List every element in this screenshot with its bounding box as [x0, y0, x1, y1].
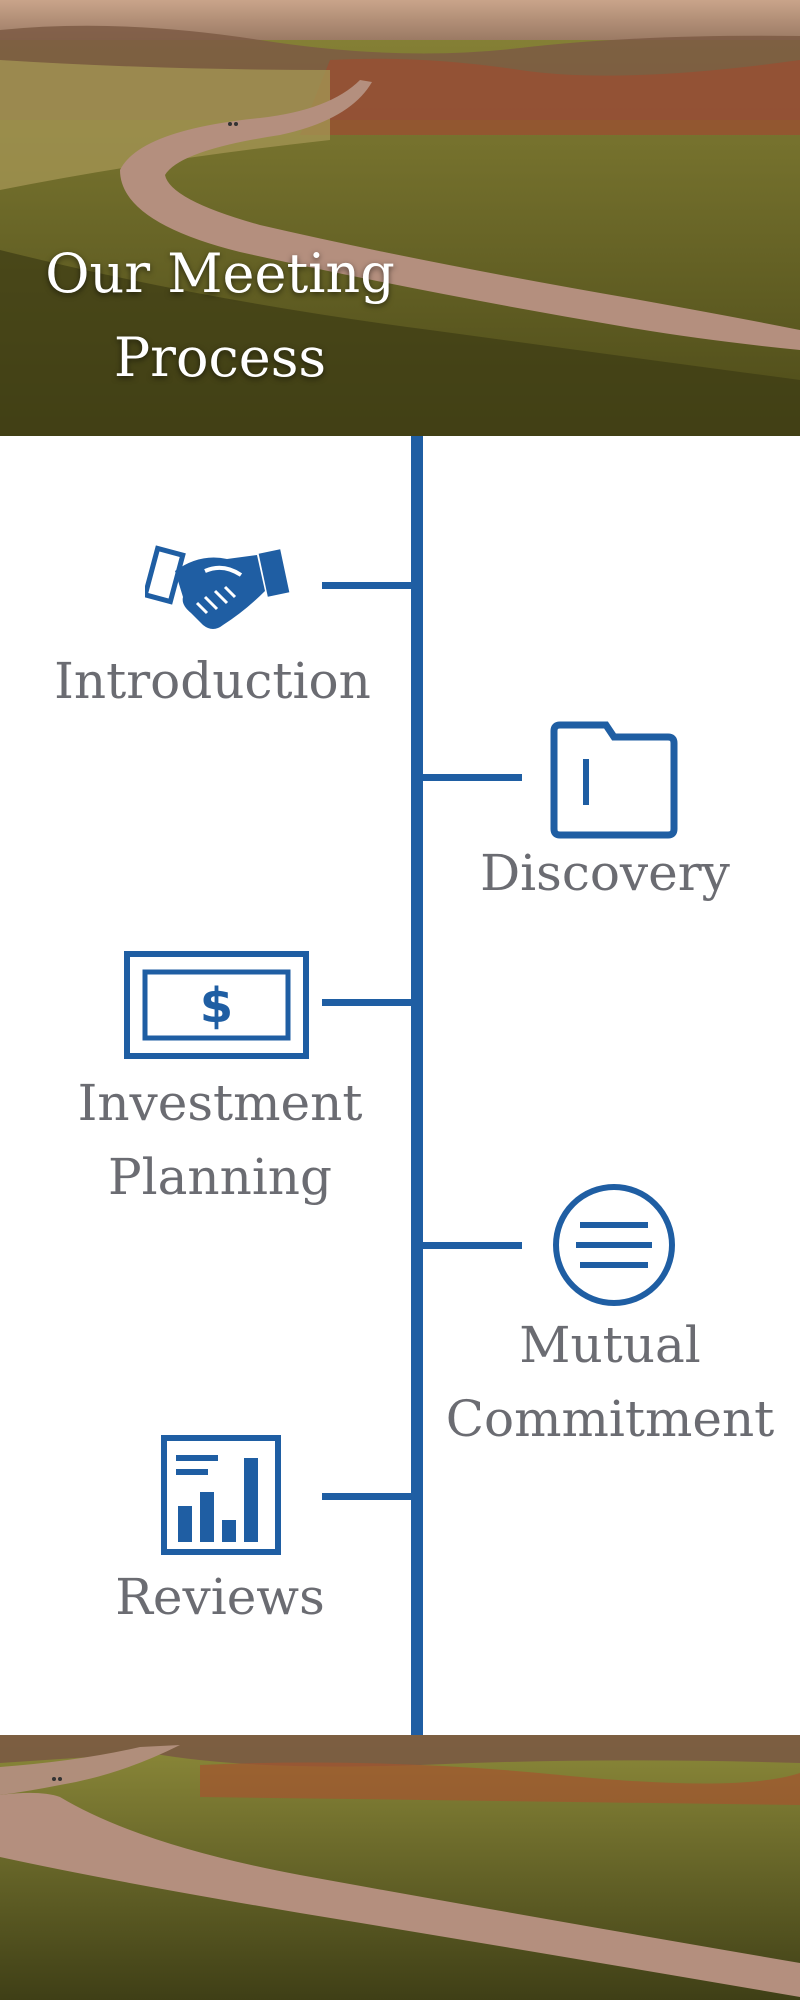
svg-text:$: $ — [200, 978, 233, 1034]
timeline-spine — [411, 436, 423, 1735]
connector-reviews — [322, 1493, 412, 1500]
dollar-bill-icon: $ — [124, 951, 309, 1059]
landscape-photo — [0, 0, 800, 436]
step-label-discovery: Discovery — [480, 844, 730, 902]
bar-chart-icon — [161, 1435, 281, 1555]
page-title-line-2: Process — [113, 326, 327, 389]
page-title-line-1: Our Meeting — [45, 242, 395, 305]
footer-banner — [0, 1735, 800, 2000]
folder-icon — [550, 721, 678, 839]
menu-lines-icon — [553, 1184, 675, 1306]
step-label-introduction: Introduction — [54, 652, 371, 710]
connector-investment-planning — [322, 999, 412, 1006]
process-timeline: Introduction Discovery $ Investment Plan… — [0, 436, 800, 1735]
connector-discovery — [422, 774, 522, 781]
landscape-photo-footer — [0, 1735, 800, 2000]
step-label-investment-planning: Investment Planning — [77, 1074, 363, 1206]
connector-mutual-commitment — [422, 1242, 522, 1249]
header-banner: Our Meeting Process — [0, 0, 800, 436]
step-label-mutual-commitment: Mutual Commitment — [445, 1316, 775, 1448]
handshake-icon — [145, 545, 290, 629]
page-title: Our Meeting Process — [0, 232, 440, 400]
step-label-reviews: Reviews — [115, 1568, 325, 1626]
connector-introduction — [322, 582, 412, 589]
